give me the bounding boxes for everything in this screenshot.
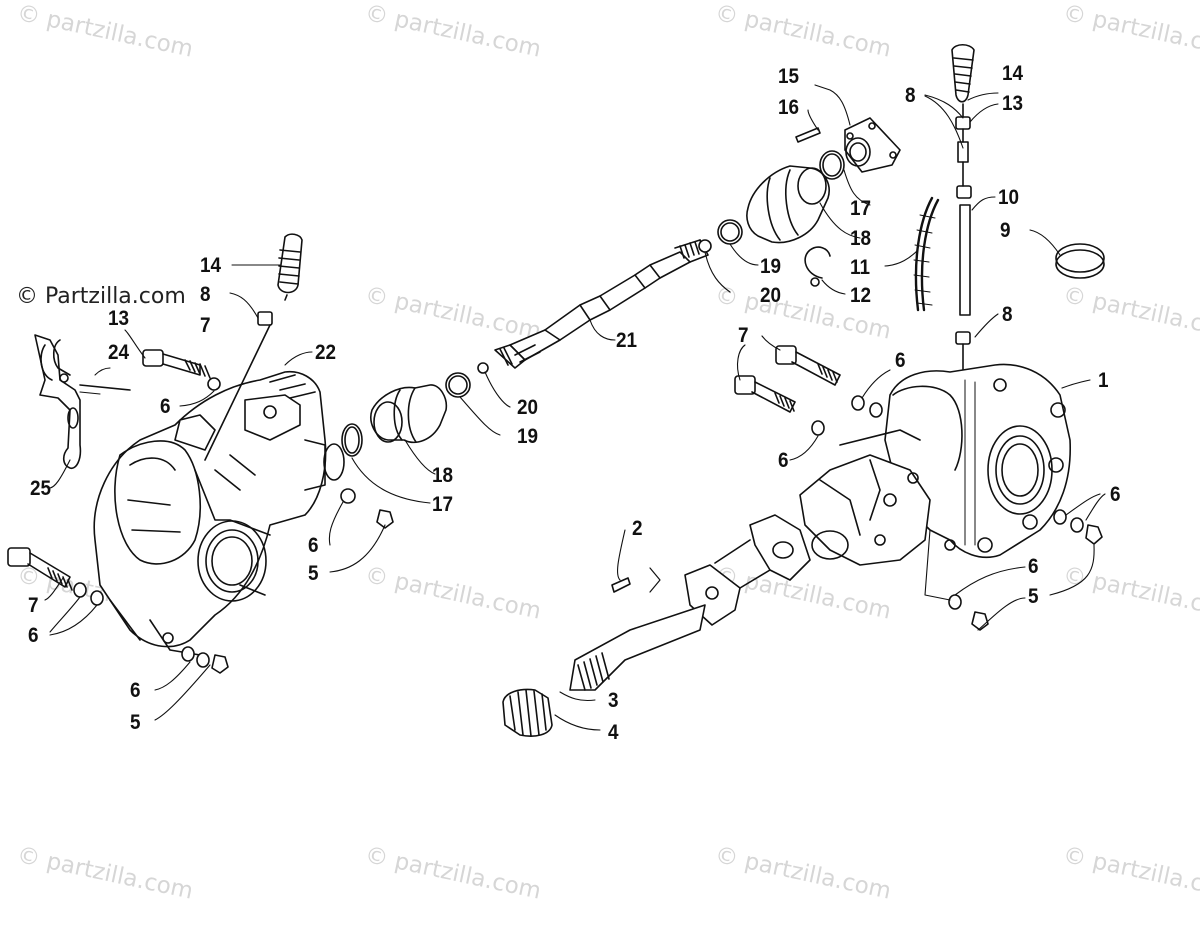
callout-15[interactable]: 15 — [778, 65, 800, 88]
copyright-text: © Partzilla.com — [16, 284, 186, 309]
breather-14-right — [951, 43, 975, 373]
shift-bracket — [34, 334, 131, 469]
washer-6 — [869, 402, 883, 418]
bolt-7-left-bottom — [7, 547, 73, 591]
bolt-2 — [611, 577, 631, 593]
washer-6 — [948, 594, 962, 610]
ring-20-right — [698, 239, 712, 253]
callout-13[interactable]: 13 — [108, 307, 130, 330]
callout-10[interactable]: 10 — [998, 186, 1020, 209]
callout-6[interactable]: 6 — [1110, 483, 1121, 506]
callout-14[interactable]: 14 — [200, 254, 222, 277]
callout-5[interactable]: 5 — [308, 562, 319, 585]
callout-3[interactable]: 3 — [608, 689, 619, 712]
callout-20[interactable]: 20 — [517, 396, 539, 419]
washer-6 — [181, 646, 195, 662]
washer-6 — [340, 488, 356, 504]
callout-14[interactable]: 14 — [1002, 62, 1024, 85]
callout-17[interactable]: 17 — [850, 197, 872, 220]
callout-5[interactable]: 5 — [1028, 585, 1039, 608]
callout-1[interactable]: 1 — [1098, 369, 1109, 392]
callout-4[interactable]: 4 — [608, 721, 619, 744]
nut-5 — [211, 654, 229, 674]
right-gearcase — [884, 363, 1072, 559]
washer-6 — [851, 395, 865, 411]
output-shaft-3 — [569, 514, 811, 691]
hose-11 — [914, 196, 940, 312]
washer-6-left-top — [207, 377, 221, 391]
snap-ring-12 — [804, 246, 831, 279]
pinion-housing — [799, 429, 931, 566]
shaft-21 — [494, 239, 709, 369]
nut-5 — [1085, 524, 1103, 545]
washer-6 — [73, 582, 87, 598]
housing-15 — [844, 117, 901, 173]
leader-lines — [44, 84, 1106, 731]
callout-7[interactable]: 7 — [28, 594, 39, 617]
callout-16[interactable]: 16 — [778, 96, 800, 119]
callout-24[interactable]: 24 — [108, 341, 130, 364]
ring-20-left — [477, 362, 489, 374]
callout-6[interactable]: 6 — [895, 349, 906, 372]
screw-16 — [795, 127, 821, 143]
callout-6[interactable]: 6 — [308, 534, 319, 557]
callout-5[interactable]: 5 — [130, 711, 141, 734]
callout-12[interactable]: 12 — [850, 284, 872, 307]
callout-19[interactable]: 19 — [760, 255, 782, 278]
clamp-19-left — [445, 372, 471, 398]
callout-18[interactable]: 18 — [850, 227, 872, 250]
callout-19[interactable]: 19 — [517, 425, 539, 448]
clamp-17-right — [819, 150, 845, 180]
callout-8[interactable]: 8 — [200, 283, 211, 306]
boot-18-left — [370, 384, 448, 444]
washer-6 — [1053, 509, 1067, 525]
callout-25[interactable]: 25 — [30, 477, 52, 500]
callout-11[interactable]: 11 — [850, 256, 870, 279]
clamp-17-left — [341, 423, 363, 457]
ring-9 — [1055, 243, 1105, 279]
callout-7[interactable]: 7 — [200, 314, 211, 337]
callout-6[interactable]: 6 — [28, 624, 39, 647]
callout-17[interactable]: 17 — [432, 493, 454, 516]
washer-6 — [1070, 517, 1084, 533]
callout-6[interactable]: 6 — [160, 395, 171, 418]
callout-6[interactable]: 6 — [778, 449, 789, 472]
bolt-7-left-top — [142, 349, 211, 379]
bolt-7-right-mid — [734, 375, 796, 413]
boot-4 — [502, 688, 553, 737]
bolt-7-right-top — [775, 345, 841, 386]
callout-8[interactable]: 8 — [1002, 303, 1013, 326]
callout-7[interactable]: 7 — [738, 324, 749, 347]
washer-6 — [811, 420, 825, 436]
callout-6[interactable]: 6 — [1028, 555, 1039, 578]
callout-20[interactable]: 20 — [760, 284, 782, 307]
nut-5 — [376, 509, 394, 529]
callout-18[interactable]: 18 — [432, 464, 454, 487]
callout-22[interactable]: 22 — [315, 341, 337, 364]
boot-18-right — [746, 165, 830, 244]
callout-9[interactable]: 9 — [1000, 219, 1011, 242]
callout-13[interactable]: 13 — [1002, 92, 1024, 115]
callout-21[interactable]: 21 — [616, 329, 638, 352]
callout-8[interactable]: 8 — [905, 84, 916, 107]
left-gearcase — [93, 370, 345, 656]
washer-6 — [90, 590, 104, 606]
callout-6[interactable]: 6 — [130, 679, 141, 702]
washer-6 — [196, 652, 210, 668]
nut-5 — [971, 611, 989, 631]
callout-2[interactable]: 2 — [632, 517, 643, 540]
breather-14-left — [204, 233, 303, 461]
